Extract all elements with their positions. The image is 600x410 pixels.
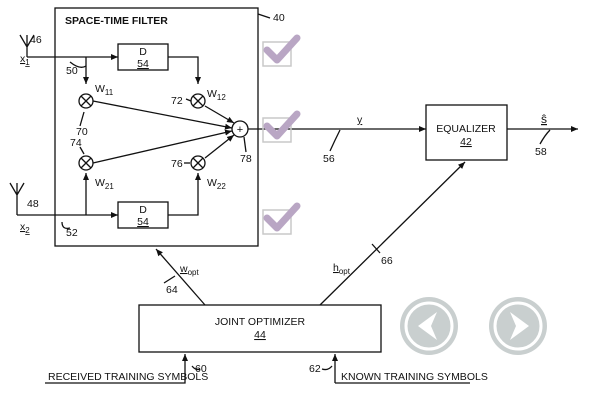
antenna-bottom-ref: 48 xyxy=(27,198,39,210)
ref-72: 72 xyxy=(171,95,183,107)
equalizer-ref: 42 xyxy=(460,136,472,148)
signal-x2: x2 xyxy=(20,221,30,235)
ref-70: 70 xyxy=(76,126,88,138)
ref-64: 64 xyxy=(166,284,178,296)
joint-optimizer-box xyxy=(138,304,382,353)
filter-ref: 40 xyxy=(273,12,285,24)
delay-top-ref: 54 xyxy=(137,58,149,70)
leader-50 xyxy=(69,61,87,68)
multiplier-w12 xyxy=(190,93,206,109)
path-w22-sum xyxy=(204,134,235,159)
optimizer-label: JOINT OPTIMIZER xyxy=(215,316,306,328)
checkmark-icon xyxy=(262,34,301,67)
filter-title: SPACE-TIME FILTER xyxy=(65,15,168,27)
delay-bottom-out xyxy=(168,173,201,216)
signal-x1: x1 xyxy=(20,53,30,67)
ref-76: 76 xyxy=(171,158,183,170)
ref-66: 66 xyxy=(381,255,393,267)
path-w11-sum xyxy=(92,100,233,130)
next-button[interactable] xyxy=(489,297,547,355)
equalizer-box xyxy=(425,104,508,161)
leader-60 xyxy=(191,365,201,371)
optimizer-ref: 44 xyxy=(254,329,266,341)
line-ref-52: 52 xyxy=(66,227,78,239)
known-symbols-label: KNOWN TRAINING SYMBOLS xyxy=(341,371,488,383)
ref-74: 74 xyxy=(70,137,82,149)
output-y-label: y xyxy=(357,114,363,126)
w-opt-line xyxy=(155,248,206,306)
summer-symbol: + xyxy=(237,124,243,136)
leader-66 xyxy=(371,243,381,254)
leader-52 xyxy=(61,221,71,230)
delay-top-label: D xyxy=(139,46,147,58)
leader-62 xyxy=(321,365,333,371)
delay-top-out xyxy=(168,56,201,84)
weight-w21: W21 xyxy=(95,177,114,191)
received-symbols-label: RECEIVED TRAINING SYMBOLS xyxy=(48,371,208,383)
ref-62: 62 xyxy=(309,363,321,375)
chevron-left-icon xyxy=(418,312,437,340)
leader-70 xyxy=(79,111,85,127)
known-symbols-line xyxy=(335,354,470,384)
multiplier-w22 xyxy=(190,155,206,171)
delay-bottom-label: D xyxy=(139,204,147,216)
multiplier-w21 xyxy=(78,155,94,171)
leader-64 xyxy=(163,275,176,284)
weight-w22: W22 xyxy=(207,177,226,191)
leader-74 xyxy=(79,146,85,155)
leader-58 xyxy=(539,129,551,145)
weight-w11: W11 xyxy=(95,83,114,97)
multiplier-w11 xyxy=(78,93,94,109)
ref-58: 58 xyxy=(535,146,547,158)
weight-w12: W12 xyxy=(207,88,226,102)
antenna-bottom xyxy=(9,182,25,215)
path-w12-sum xyxy=(204,105,235,124)
w-opt-label: wopt xyxy=(179,263,199,277)
antenna-top-ref: 46 xyxy=(30,34,42,46)
line-ref-50: 50 xyxy=(66,65,78,77)
path-w21-sum xyxy=(92,129,233,164)
leader-56 xyxy=(329,129,341,152)
space-time-filter-box xyxy=(54,7,259,247)
checkmark-icon xyxy=(262,202,301,235)
equalizer-label: EQUALIZER xyxy=(436,123,496,135)
chevron-right-icon xyxy=(510,312,529,340)
ref-56: 56 xyxy=(323,153,335,165)
leader-78 xyxy=(243,136,247,153)
h-opt-line xyxy=(319,161,466,306)
ref-60: 60 xyxy=(195,363,207,375)
received-symbols-line xyxy=(45,354,188,384)
filter-ref-leader xyxy=(257,13,271,19)
h-opt-label: hopt xyxy=(333,262,351,276)
previous-button[interactable] xyxy=(400,297,458,355)
delay-bottom-ref: 54 xyxy=(137,216,149,228)
equalizer-output-label: ŝ xyxy=(541,112,547,126)
leader-72 xyxy=(185,98,192,102)
checkmark-icon xyxy=(262,110,301,143)
ref-78: 78 xyxy=(240,153,252,165)
antenna-top xyxy=(19,34,35,57)
checkmark-stamps xyxy=(262,34,301,235)
